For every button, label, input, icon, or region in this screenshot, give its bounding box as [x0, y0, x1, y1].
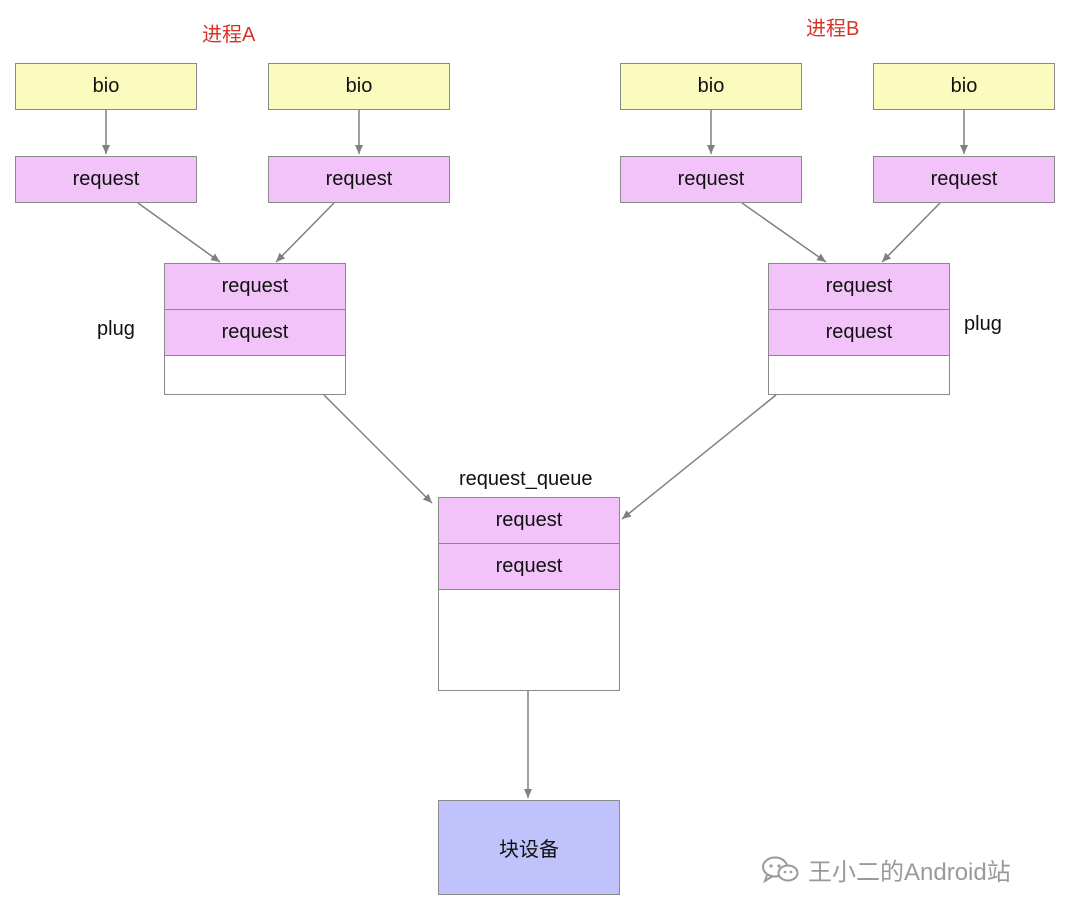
arrow-plug-b-queue [621, 394, 777, 520]
request-queue-stack: request request [438, 497, 620, 691]
process-b-label: 进程B [806, 18, 860, 40]
plug-a-label: plug [97, 318, 135, 340]
arrow-a2-request-plug [275, 202, 335, 263]
bio-a1: bio [15, 63, 197, 110]
arrow-plug-a-queue [323, 394, 433, 504]
bio-b2: bio [873, 63, 1055, 110]
watermark-text: 王小二的Android站 [808, 859, 1011, 886]
plug-b-request-2: request [769, 310, 949, 356]
arrow-b2-request-plug [881, 202, 941, 263]
arrow-b1-request-plug [741, 202, 827, 263]
request-queue-label: request_queue [459, 468, 593, 490]
plug-b-stack: request request [768, 263, 950, 395]
plug-a-request-2: request [165, 310, 345, 356]
request-b2: request [873, 156, 1055, 203]
block-device: 块设备 [438, 800, 620, 895]
process-a-label: 进程A [202, 24, 256, 46]
request-a1: request [15, 156, 197, 203]
wechat-icon [762, 856, 799, 883]
bio-a2: bio [268, 63, 450, 110]
arrow-a1-request-plug [137, 202, 221, 263]
queue-request-1: request [439, 498, 619, 544]
request-b1: request [620, 156, 802, 203]
watermark: 王小二的Android站 [760, 852, 1011, 887]
queue-request-2: request [439, 544, 619, 590]
bio-b1: bio [620, 63, 802, 110]
plug-b-label: plug [964, 313, 1002, 335]
plug-a-stack: request request [164, 263, 346, 395]
plug-a-request-1: request [165, 264, 345, 310]
request-a2: request [268, 156, 450, 203]
plug-b-request-1: request [769, 264, 949, 310]
